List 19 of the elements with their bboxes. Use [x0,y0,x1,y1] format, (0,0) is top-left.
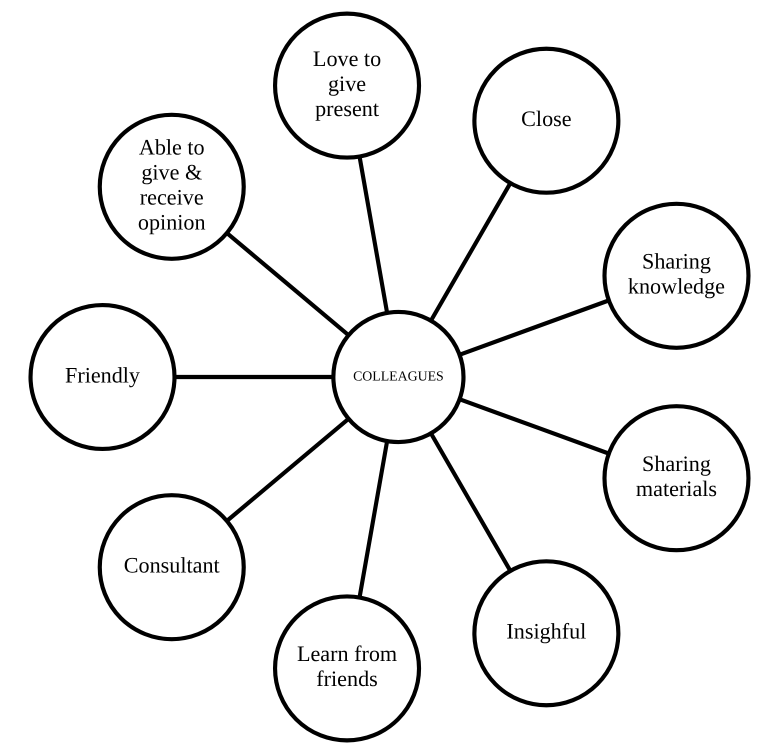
connector [226,418,350,522]
node-circle: Sharing materials [602,404,751,552]
connector [459,398,610,456]
connector [459,298,610,356]
connector [358,440,390,598]
connector [429,432,512,572]
node-circle: COLLEAGUES [331,310,466,444]
connector [358,156,390,314]
connector [174,374,334,380]
node-circle: Able to give & receive opinion [98,112,246,261]
node-circle: Friendly [28,302,177,452]
node-circle: Consultant [98,493,246,642]
node-circle: Learn from friends [272,594,422,742]
node-circle: Close [472,46,620,195]
connector [429,182,512,322]
node-circle: Love to give present [272,12,422,160]
node-circle: Sharing knowledge [602,202,751,350]
connector [226,232,350,336]
node-circle: Insighful [472,559,620,708]
